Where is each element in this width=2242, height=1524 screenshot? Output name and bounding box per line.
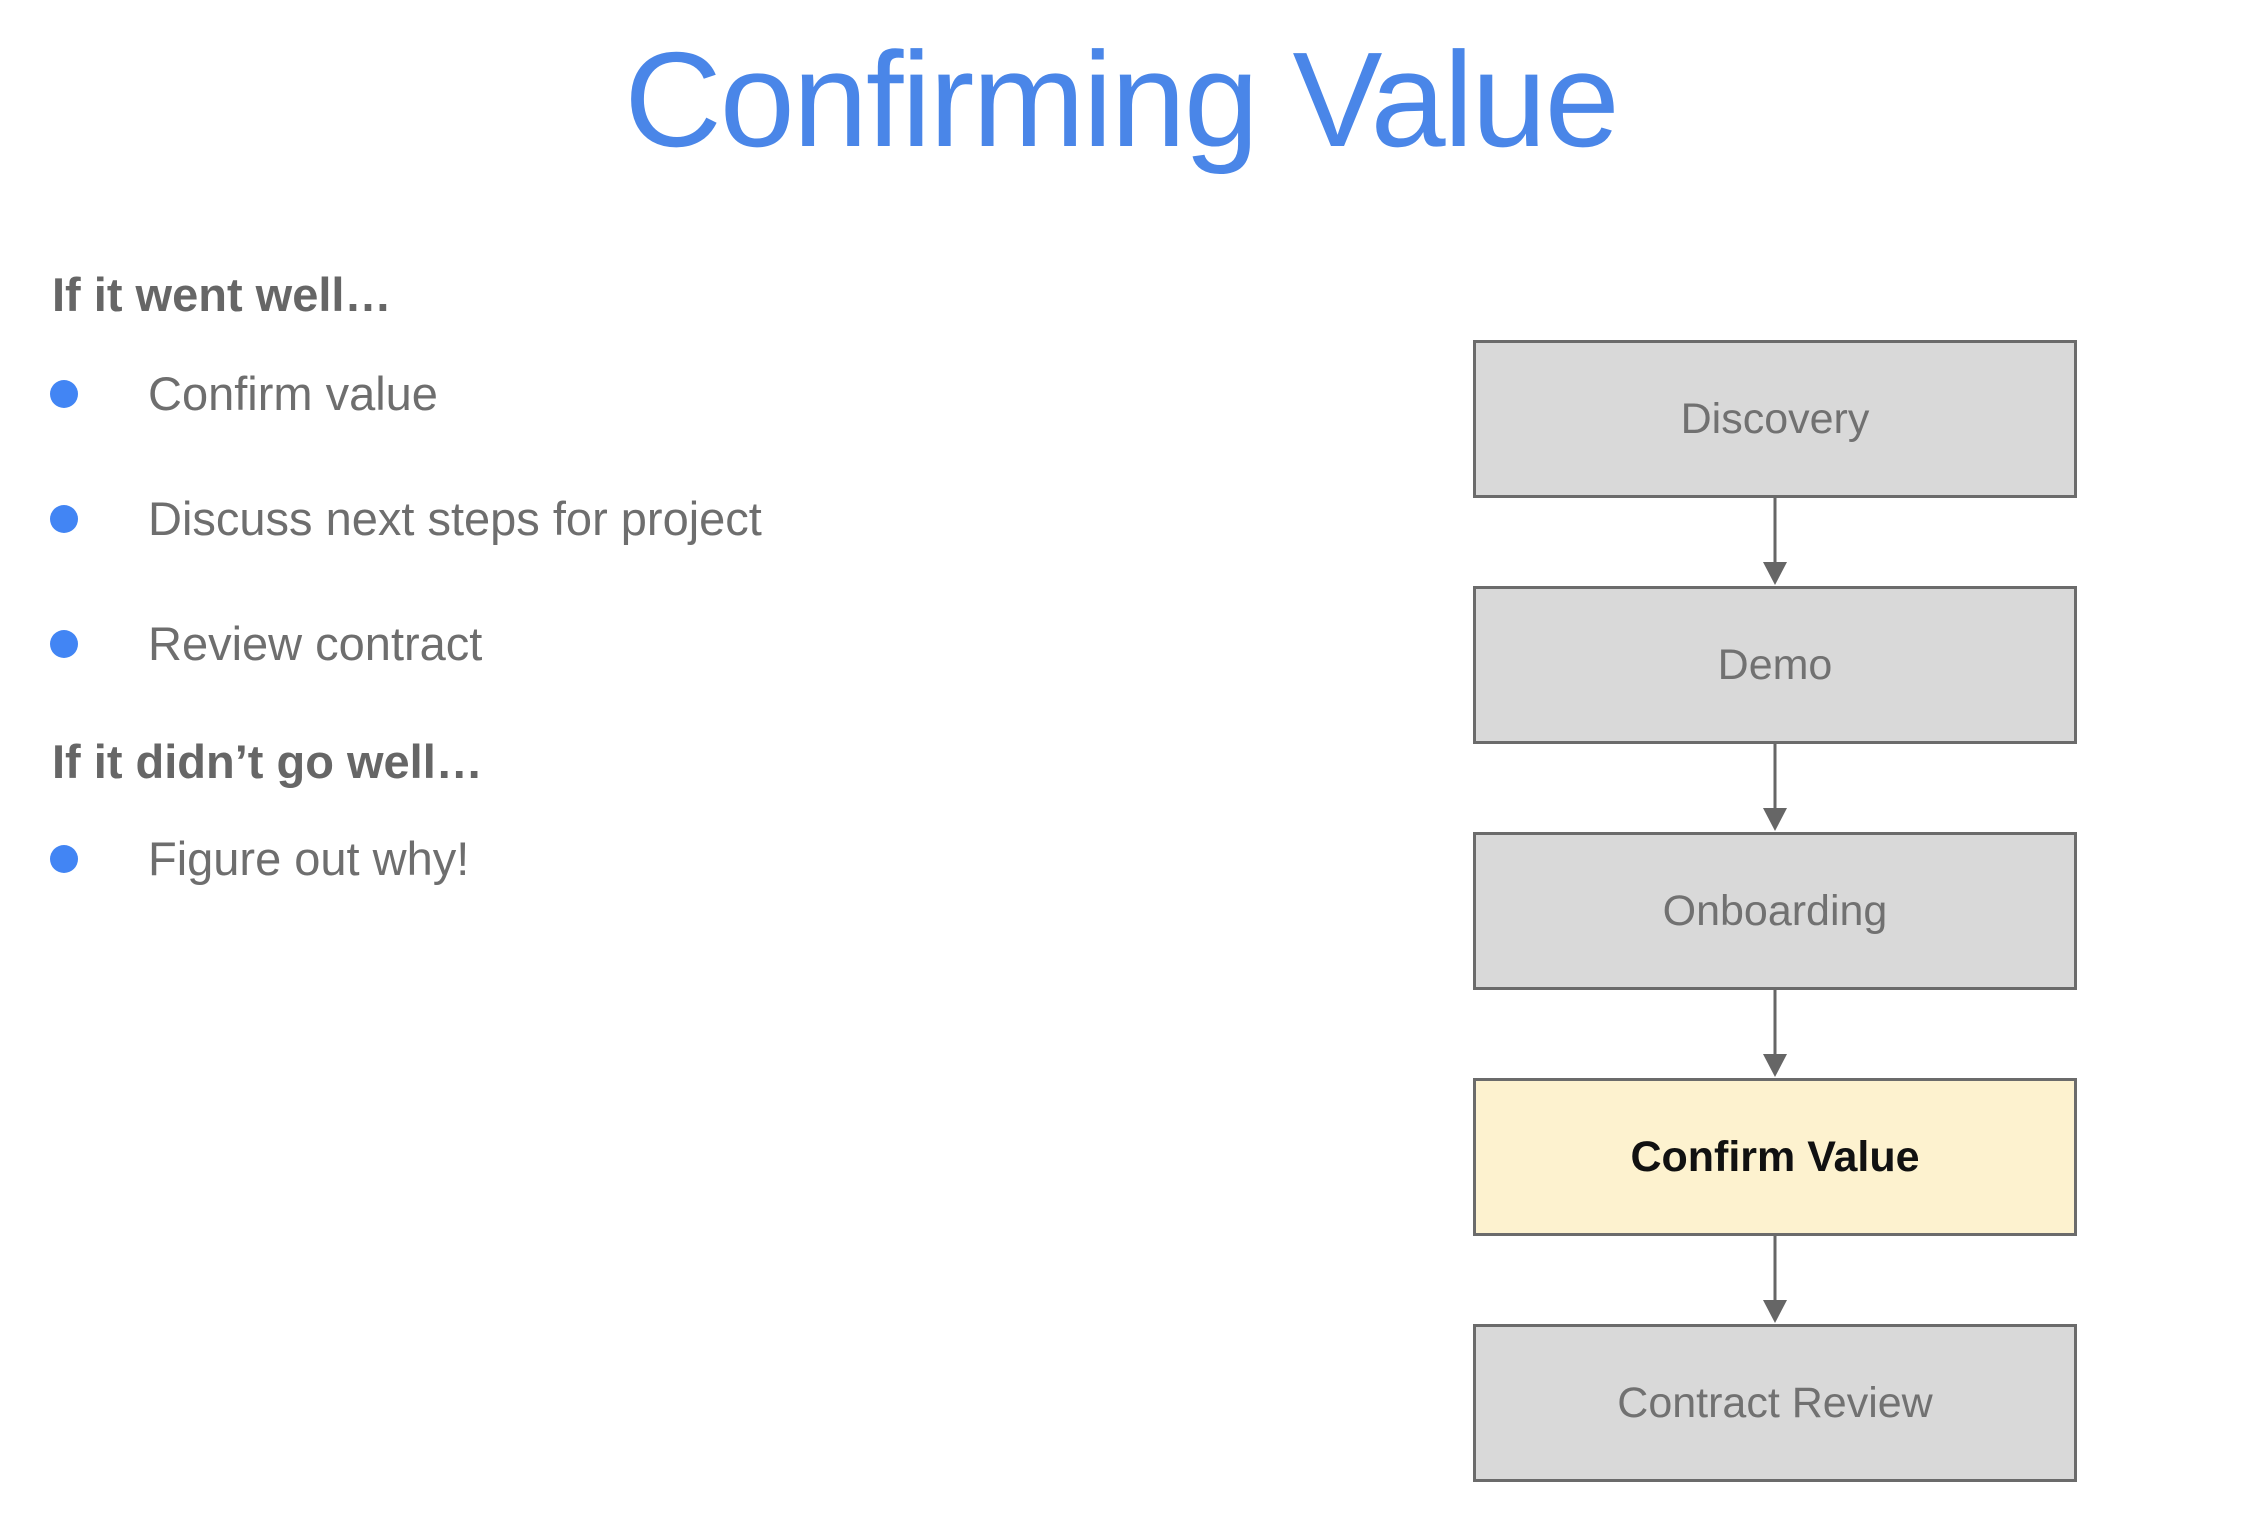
section-didnt-go-well-heading: If it didn’t go well…	[52, 735, 483, 788]
flow-step-contract-review: Contract Review	[1473, 1324, 2077, 1482]
flow-step-onboarding: Onboarding	[1473, 832, 2077, 990]
list-item: Figure out why!	[50, 831, 469, 887]
bullet-text: Discuss next steps for project	[148, 492, 762, 545]
bullet-dot-icon	[50, 380, 78, 408]
arrow-down-icon	[1473, 1236, 2077, 1324]
bullet-text: Confirm value	[148, 367, 438, 420]
list-item: Confirm value	[50, 366, 438, 422]
section-went-well-heading: If it went well…	[52, 268, 392, 321]
bullet-dot-icon	[50, 505, 78, 533]
flow-step-label: Discovery	[1680, 394, 1870, 443]
flow-step-label: Confirm Value	[1630, 1132, 1920, 1181]
arrow-down-icon	[1473, 990, 2077, 1078]
flowchart: Discovery Demo Onboarding Confirm Value …	[1473, 340, 2077, 1482]
bullet-text: Figure out why!	[148, 832, 470, 885]
arrow-down-icon	[1473, 744, 2077, 832]
bullet-dot-icon	[50, 845, 78, 873]
slide-title: Confirming Value	[624, 24, 1620, 175]
flow-step-confirm-value: Confirm Value	[1473, 1078, 2077, 1236]
flow-step-label: Demo	[1717, 640, 1833, 689]
arrow-down-icon	[1473, 498, 2077, 586]
bullet-dot-icon	[50, 630, 78, 658]
list-item: Review contract	[50, 616, 482, 672]
flow-step-label: Onboarding	[1662, 886, 1888, 935]
bullet-text: Review contract	[148, 617, 483, 670]
flow-step-label: Contract Review	[1617, 1378, 1933, 1427]
list-item: Discuss next steps for project	[50, 491, 762, 547]
flow-step-demo: Demo	[1473, 586, 2077, 744]
flow-step-discovery: Discovery	[1473, 340, 2077, 498]
